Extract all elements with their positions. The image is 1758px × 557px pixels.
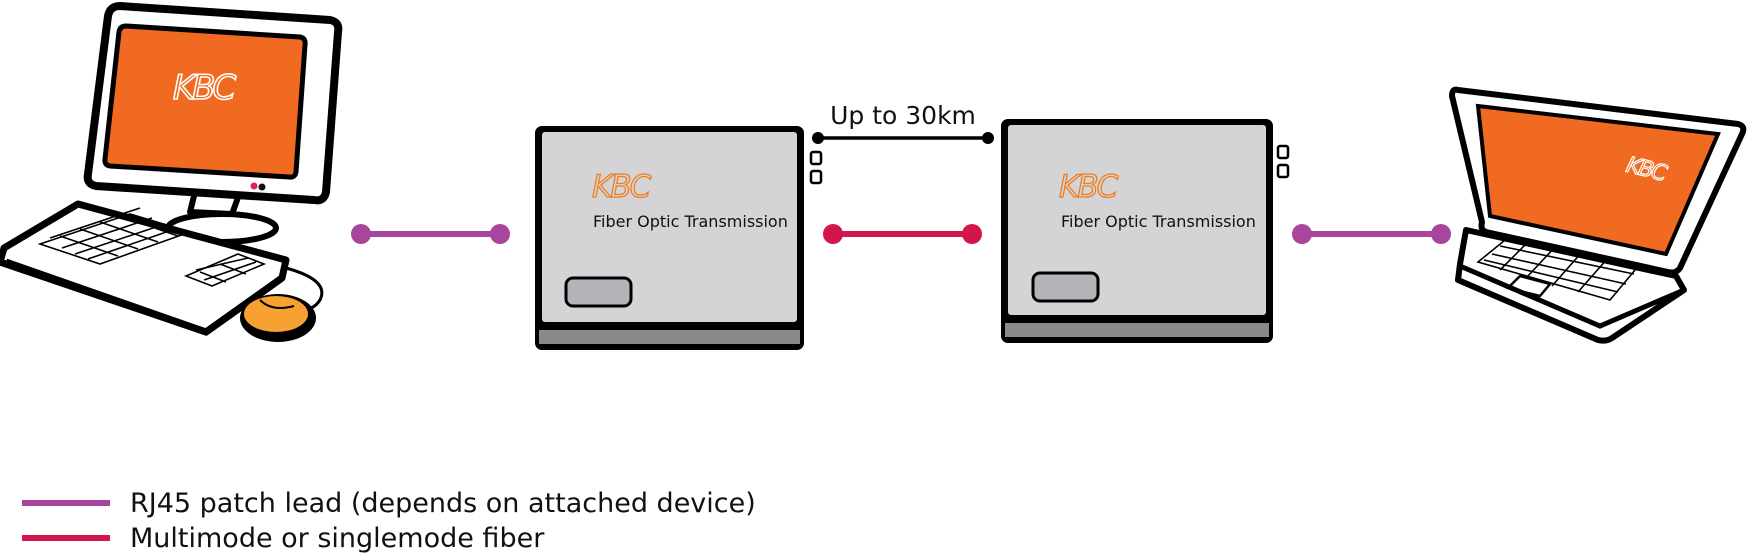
laptop-icon — [1449, 86, 1747, 344]
unit-1-label: Fiber Optic Transmission — [593, 212, 788, 231]
legend-label-rj45: RJ45 patch lead (depends on attached dev… — [130, 488, 756, 519]
fiber-unit-2 — [1001, 119, 1290, 343]
rj45-link-left — [351, 224, 510, 244]
desktop-logo: KBC — [173, 68, 237, 108]
keyboard-keys — [37, 207, 267, 287]
unit-2-logo: KBC — [1059, 169, 1119, 205]
laptop-keys — [1476, 235, 1642, 301]
distance-marker — [812, 132, 994, 144]
distance-label: Up to 30km — [830, 101, 976, 130]
legend: RJ45 patch lead (depends on attached dev… — [22, 488, 756, 554]
fiber-unit-1 — [535, 126, 823, 350]
desktop-computer-icon — [0, 2, 343, 342]
unit-1-logo: KBC — [592, 169, 652, 205]
rj45-link-right — [1292, 224, 1451, 244]
legend-label-fiber: Multimode or singlemode fiber — [130, 523, 545, 554]
unit-2-label: Fiber Optic Transmission — [1061, 212, 1256, 231]
fiber-link — [823, 224, 982, 244]
